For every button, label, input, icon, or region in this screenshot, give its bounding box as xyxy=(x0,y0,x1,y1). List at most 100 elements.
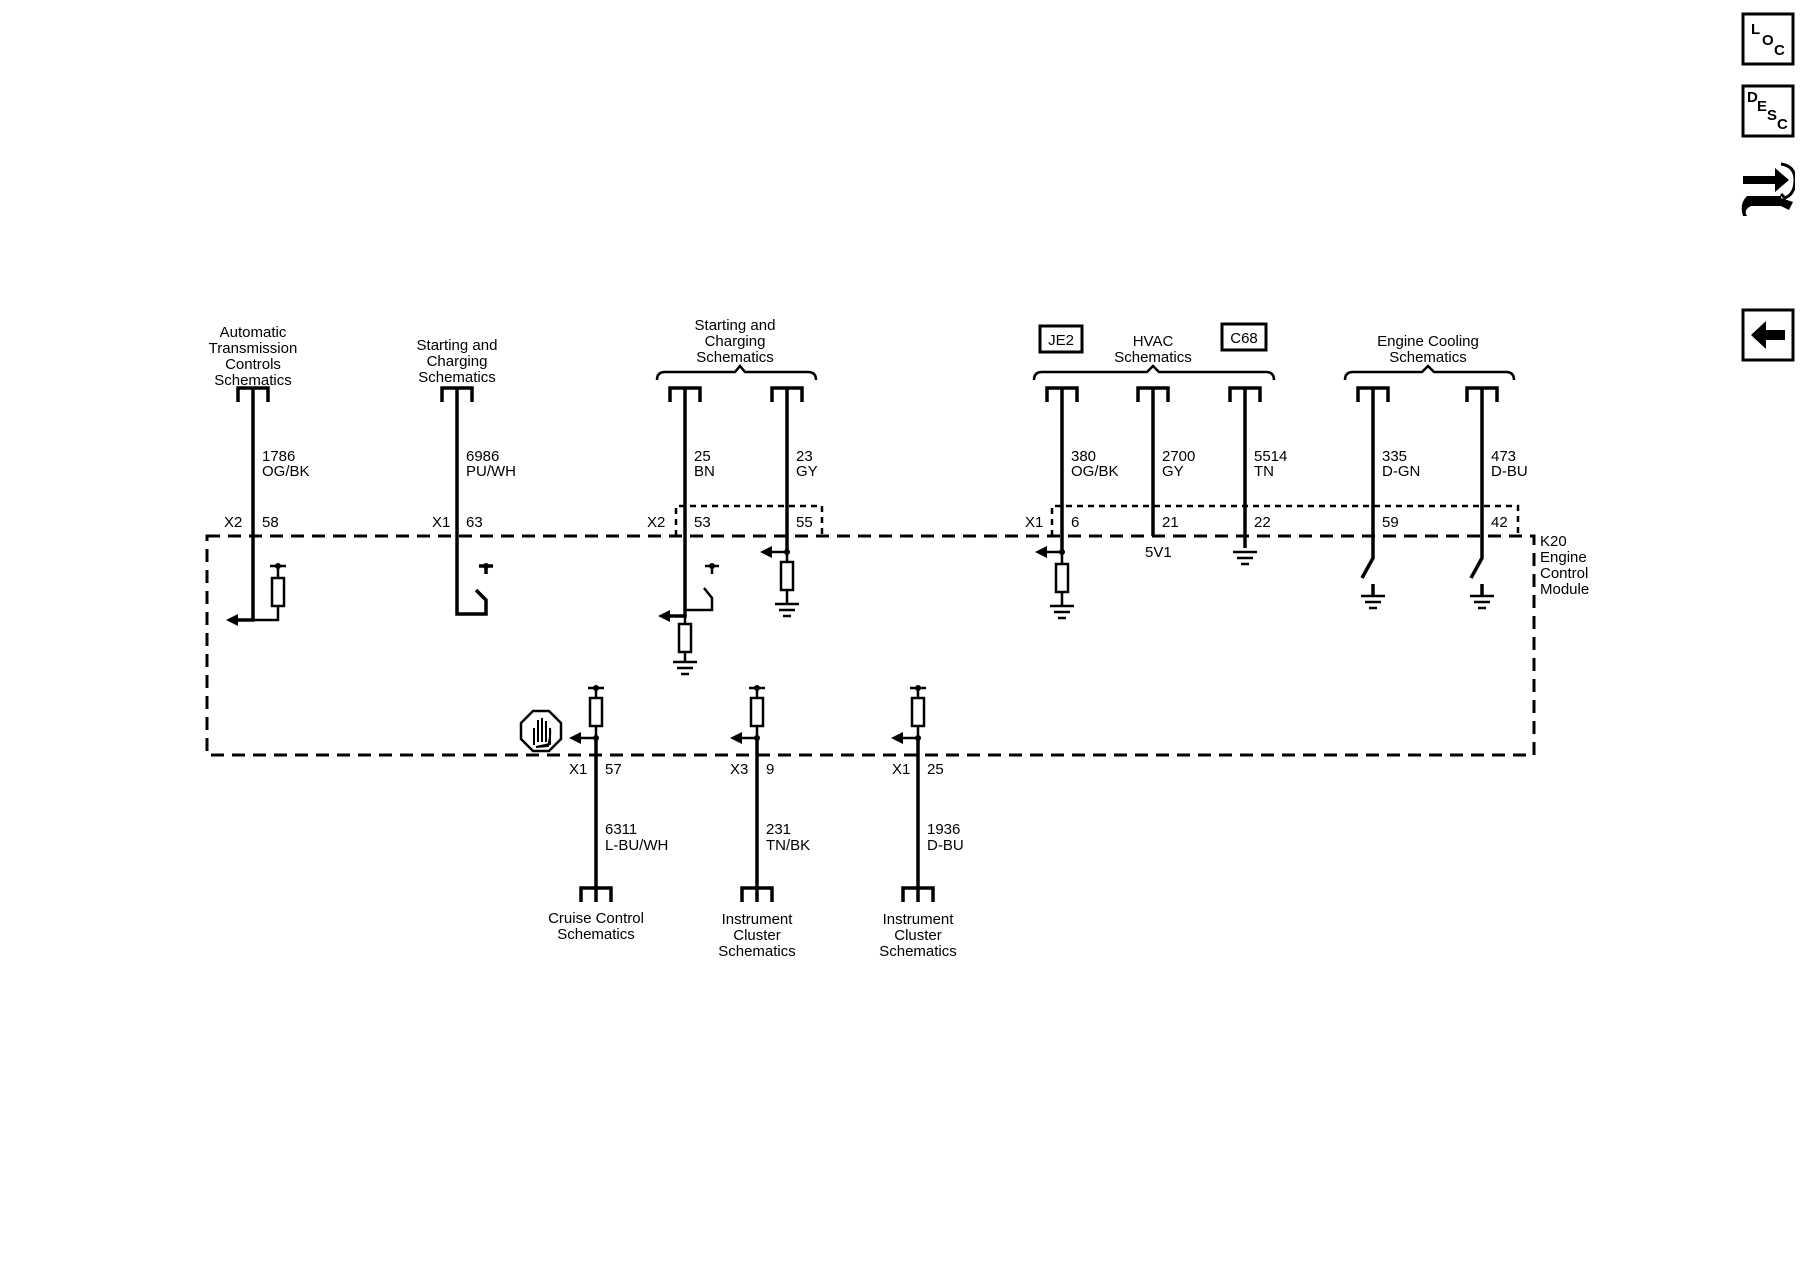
caution-hand-icon[interactable] xyxy=(519,709,563,753)
destination-instrument-cluster-1[interactable]: Instrument Cluster Schematics xyxy=(718,911,796,960)
svg-text:D-BU: D-BU xyxy=(1491,463,1528,480)
brace-hvac xyxy=(1032,364,1276,381)
svg-text:6: 6 xyxy=(1071,514,1079,531)
svg-text:1786: 1786 xyxy=(262,448,295,465)
svg-text:Cluster: Cluster xyxy=(733,927,781,944)
svg-text:X1: X1 xyxy=(1025,514,1043,531)
svg-text:Control: Control xyxy=(1540,565,1588,582)
wire-5514[interactable] xyxy=(1228,386,1262,566)
svg-text:Instrument: Instrument xyxy=(722,911,794,928)
svg-text:D-GN: D-GN xyxy=(1382,463,1420,480)
svg-text:Engine: Engine xyxy=(1540,549,1587,566)
label-2700: 21 2700 GY xyxy=(1162,448,1195,531)
desc-letter-c: C xyxy=(1777,116,1788,133)
label-1786: X2 58 1786 OG/BK xyxy=(224,448,310,531)
destination-instrument-cluster-2[interactable]: Instrument Cluster Schematics xyxy=(879,911,957,960)
svg-text:Schematics: Schematics xyxy=(418,369,496,386)
svg-text:42: 42 xyxy=(1491,514,1508,531)
svg-text:Controls: Controls xyxy=(225,356,281,373)
svg-text:Schematics: Schematics xyxy=(1389,349,1467,366)
label-335: 59 335 D-GN xyxy=(1382,448,1420,531)
svg-text:Starting and: Starting and xyxy=(417,337,498,354)
wire-2700[interactable] xyxy=(1136,386,1170,536)
label-380: X1 6 380 OG/BK xyxy=(1025,448,1119,531)
svg-text:Schematics: Schematics xyxy=(718,943,796,960)
wire-473[interactable] xyxy=(1465,386,1499,610)
svg-text:PU/WH: PU/WH xyxy=(466,463,516,480)
svg-text:Schematics: Schematics xyxy=(557,926,635,943)
svg-text:25: 25 xyxy=(694,448,711,465)
ref-5v1: 5V1 xyxy=(1145,544,1172,561)
loc-letter-l: L xyxy=(1751,21,1760,38)
svg-text:HVAC: HVAC xyxy=(1133,333,1174,350)
svg-text:55: 55 xyxy=(796,514,813,531)
svg-text:L-BU/WH: L-BU/WH xyxy=(605,837,668,854)
svg-text:473: 473 xyxy=(1491,448,1516,465)
destination-starting-charging-1[interactable]: Starting and Charging Schematics xyxy=(417,337,498,386)
svg-text:Schematics: Schematics xyxy=(214,372,292,389)
wire-380[interactable] xyxy=(1035,386,1079,620)
destination-engine-cooling[interactable]: Engine Cooling Schematics xyxy=(1377,333,1479,366)
svg-text:OG/BK: OG/BK xyxy=(1071,463,1119,480)
location-button[interactable]: L O C xyxy=(1741,12,1795,66)
svg-text:Schematics: Schematics xyxy=(1114,349,1192,366)
loc-letter-c: C xyxy=(1774,42,1785,59)
brace-engine-cooling xyxy=(1343,364,1516,381)
svg-text:X3: X3 xyxy=(730,761,748,778)
svg-text:BN: BN xyxy=(694,463,715,480)
svg-text:Cruise Control: Cruise Control xyxy=(548,910,644,927)
svg-text:Transmission: Transmission xyxy=(209,340,298,357)
wire-23[interactable] xyxy=(760,386,804,618)
label-25: X2 53 25 BN xyxy=(647,448,715,531)
svg-text:1936: 1936 xyxy=(927,821,960,838)
destination-cruise-control[interactable]: Cruise Control Schematics xyxy=(548,910,644,943)
svg-text:JE2: JE2 xyxy=(1048,332,1074,349)
svg-text:X2: X2 xyxy=(224,514,242,531)
svg-text:21: 21 xyxy=(1162,514,1179,531)
svg-text:Cluster: Cluster xyxy=(894,927,942,944)
svg-text:X1: X1 xyxy=(569,761,587,778)
svg-text:K20: K20 xyxy=(1540,533,1567,550)
svg-text:2700: 2700 xyxy=(1162,448,1195,465)
destination-hvac[interactable]: HVAC Schematics xyxy=(1114,333,1192,366)
svg-text:GY: GY xyxy=(796,463,818,480)
svg-text:6986: 6986 xyxy=(466,448,499,465)
svg-text:Schematics: Schematics xyxy=(879,943,957,960)
svg-text:59: 59 xyxy=(1382,514,1399,531)
svg-text:X2: X2 xyxy=(647,514,665,531)
svg-text:TN: TN xyxy=(1254,463,1274,480)
svg-text:335: 335 xyxy=(1382,448,1407,465)
option-box-je2: JE2 xyxy=(1038,324,1084,354)
wire-1786[interactable] xyxy=(226,386,286,626)
module-label: K20 Engine Control Module xyxy=(1540,533,1589,598)
svg-text:6311: 6311 xyxy=(605,821,637,838)
svg-text:Automatic: Automatic xyxy=(220,324,287,341)
label-1936: X1 25 1936 D-BU xyxy=(892,761,964,854)
brace-starting-charging xyxy=(655,364,818,381)
svg-text:380: 380 xyxy=(1071,448,1096,465)
loc-letter-o: O xyxy=(1762,32,1774,49)
destination-starting-charging-2[interactable]: Starting and Charging Schematics xyxy=(695,317,776,366)
connector-bracket-x2 xyxy=(674,504,824,536)
description-button[interactable]: D E S C xyxy=(1741,84,1795,138)
wire-6986[interactable] xyxy=(440,386,493,616)
wire-1936[interactable] xyxy=(891,685,935,902)
wire-231[interactable] xyxy=(730,685,774,902)
svg-text:GY: GY xyxy=(1162,463,1184,480)
svg-text:23: 23 xyxy=(796,448,813,465)
svg-text:X1: X1 xyxy=(892,761,910,778)
wire-6311[interactable] xyxy=(569,685,613,902)
back-arrow-icon xyxy=(1751,321,1785,349)
wire-25[interactable] xyxy=(658,386,719,676)
destination-automatic-transmission[interactable]: Automatic Transmission Controls Schemati… xyxy=(209,324,298,389)
svg-text:231: 231 xyxy=(766,821,791,838)
svg-text:OG/BK: OG/BK xyxy=(262,463,310,480)
label-5514: 22 5514 TN xyxy=(1254,448,1287,531)
svg-text:53: 53 xyxy=(694,514,711,531)
label-23: 55 23 GY xyxy=(796,448,818,531)
svg-text:9: 9 xyxy=(766,761,774,778)
wire-335[interactable] xyxy=(1356,386,1390,610)
back-button[interactable] xyxy=(1741,308,1795,362)
connector-bracket-x1 xyxy=(1050,504,1520,536)
